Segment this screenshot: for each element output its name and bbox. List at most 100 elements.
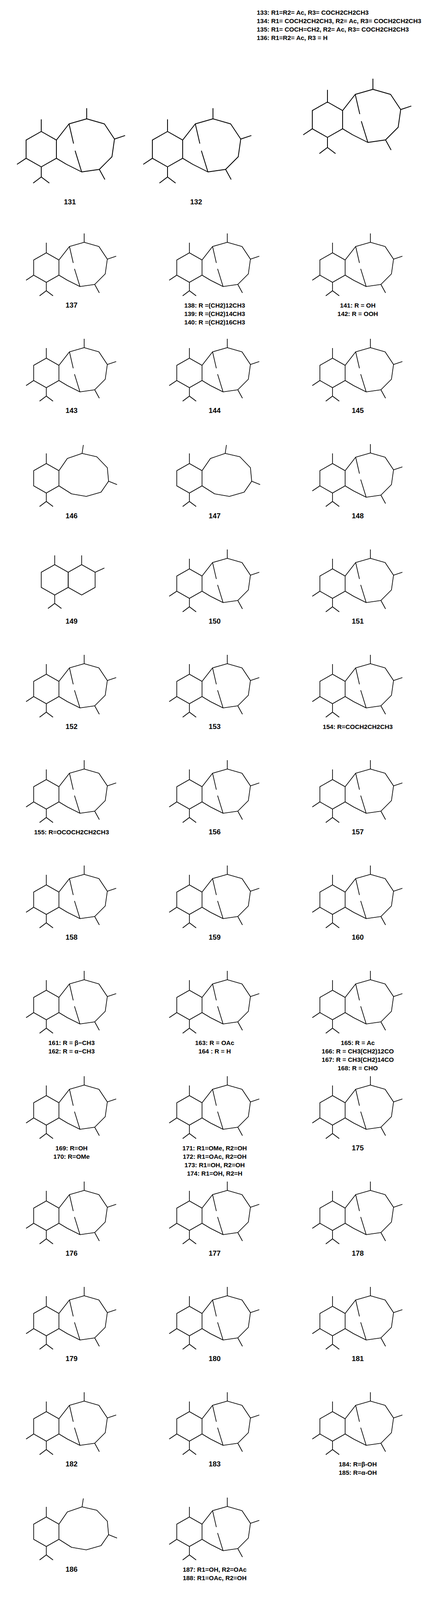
compound-number: 160 (351, 932, 364, 941)
molecule-structure (169, 759, 260, 822)
compound-number: 148 (351, 511, 364, 520)
substituent-definition: 138: R =(CH2)12CH3 (184, 300, 246, 310)
substituent-definition: 141: R = OH (340, 300, 376, 310)
substituent-definition: 169: R=OH (55, 1142, 88, 1152)
compound-number: 159 (208, 932, 221, 941)
molecule-structure (312, 338, 403, 401)
molecule-structure (312, 864, 403, 927)
compound-number: 147 (208, 511, 221, 520)
molecule-structure (143, 108, 252, 184)
molecule-structure (312, 443, 403, 506)
substituent-definition: 165: R = Ac (340, 1037, 376, 1046)
molecule-structure (169, 654, 260, 717)
molecule-structure (312, 548, 403, 612)
molecule-structure (26, 1180, 117, 1243)
molecule-structure (169, 969, 260, 1033)
compound-number: 176 (65, 1247, 78, 1257)
compound-number: 137 (65, 300, 78, 310)
molecule-structure (312, 1074, 403, 1138)
compound-number: 183 (208, 1458, 221, 1467)
substituent-definition: 185: R=α-OH (338, 1466, 378, 1476)
substituent-definition: 173: R1=OH, R2=OH (184, 1159, 245, 1168)
substituent-definition: 167: R = CH3(CH2)14CO (321, 1054, 394, 1063)
substituent-definition: 162: R = α−CH3 (48, 1045, 95, 1055)
molecule-structure (312, 969, 403, 1033)
substituent-definition: 139: R =(CH2)14CH3 (184, 309, 246, 318)
substituent-definition: 134: R1= COCH2CH2CH3, R2= Ac, R3= COCH2C… (256, 16, 422, 26)
compound-number: 179 (65, 1353, 78, 1362)
molecule-structure (169, 1074, 260, 1138)
compound-number: 180 (208, 1353, 221, 1362)
compound-number: 156 (208, 827, 221, 836)
compound-number: 153 (208, 721, 221, 731)
molecule-structure (26, 864, 117, 927)
molecule-structure (16, 108, 126, 184)
compound-number: 175 (351, 1142, 364, 1152)
substituent-definition: 140: R =(CH2)16CH3 (184, 317, 246, 327)
molecule-structure (169, 548, 260, 612)
molecule-structure (169, 864, 260, 927)
compound-number: 182 (65, 1458, 78, 1467)
molecule-structure (41, 554, 105, 608)
molecule-structure (169, 1180, 260, 1243)
substituent-definition: 174: R1=OH, R2=H (186, 1167, 243, 1177)
substituent-definition: 133: R1=R2= Ac, R3= COCH2CH2CH3 (256, 8, 369, 17)
compound-number: 152 (65, 721, 78, 731)
compound-number: 158 (65, 932, 78, 941)
compound-number: 146 (65, 511, 78, 520)
molecule-structure (312, 759, 403, 822)
compound-number: 150 (208, 616, 221, 626)
molecule-structure (26, 1285, 117, 1348)
substituent-definition: 161: R = β−CH3 (48, 1037, 95, 1046)
substituent-definition: 166: R = CH3(CH2)12CO (321, 1045, 394, 1055)
molecule-structure (26, 1390, 117, 1453)
substituent-definition: 164 : R = H (198, 1045, 231, 1055)
molecule-structure (169, 1390, 260, 1453)
compound-number: 181 (351, 1353, 364, 1362)
compound-number: 131 (63, 197, 76, 207)
substituent-definition: 168: R = CHO (337, 1062, 378, 1072)
substituent-definition: 142: R = OOH (337, 309, 378, 318)
compound-number: 149 (65, 616, 78, 626)
substituent-definition: 188: R1=OAc, R2=OH (182, 1572, 247, 1581)
compound-number: 145 (351, 406, 364, 415)
compound-number: 177 (208, 1247, 221, 1257)
substituent-definition: 154: R=COCH2CH2CH3 (322, 721, 393, 731)
molecule-structure (176, 444, 261, 506)
molecule-structure (26, 759, 117, 822)
substituent-definition: 184: R=β-OH (338, 1458, 377, 1467)
molecule-structure (312, 233, 403, 296)
substituent-definition: 171: R1=OMe, R2=OH (182, 1142, 247, 1152)
substituent-definition: 187: R1=OH, R2=OAc (182, 1563, 247, 1573)
compound-number: 132 (190, 197, 203, 207)
molecule-structure (169, 1495, 260, 1559)
molecule-structure (312, 1390, 403, 1453)
molecule-structure (33, 444, 118, 506)
substituent-definition: 155: R=OCOCH2CH2CH3 (34, 827, 110, 836)
molecule-structure (312, 1180, 403, 1243)
compound-number: 144 (208, 406, 221, 415)
molecule-structure (169, 338, 260, 401)
molecule-structure (169, 1285, 260, 1348)
molecule-structure (33, 1496, 118, 1559)
substituent-definition: 163: R = OAc (195, 1037, 235, 1046)
substituent-definition: 135: R1= COCH=CH2, R2= Ac, R3= COCH2CH2C… (256, 25, 409, 34)
molecule-structure (26, 1074, 117, 1138)
compound-number: 157 (351, 827, 364, 836)
molecule-structure (26, 338, 117, 401)
compound-number: 178 (351, 1247, 364, 1257)
compound-number: 143 (65, 406, 78, 415)
molecule-structure (26, 654, 117, 717)
molecule-structure (312, 654, 403, 717)
compound-number: 186 (65, 1563, 78, 1573)
substituent-definition: 136: R1=R2= Ac, R3 = H (256, 33, 328, 43)
substituent-definition: 170: R=OMe (53, 1151, 90, 1160)
molecule-structure (26, 233, 117, 296)
molecule-structure (26, 969, 117, 1033)
molecule-structure (312, 1285, 403, 1348)
molecule-structure (303, 78, 412, 154)
compound-number: 151 (351, 616, 364, 626)
substituent-definition: 172: R1=OAc, R2=OH (182, 1151, 247, 1160)
molecule-structure (169, 233, 260, 296)
